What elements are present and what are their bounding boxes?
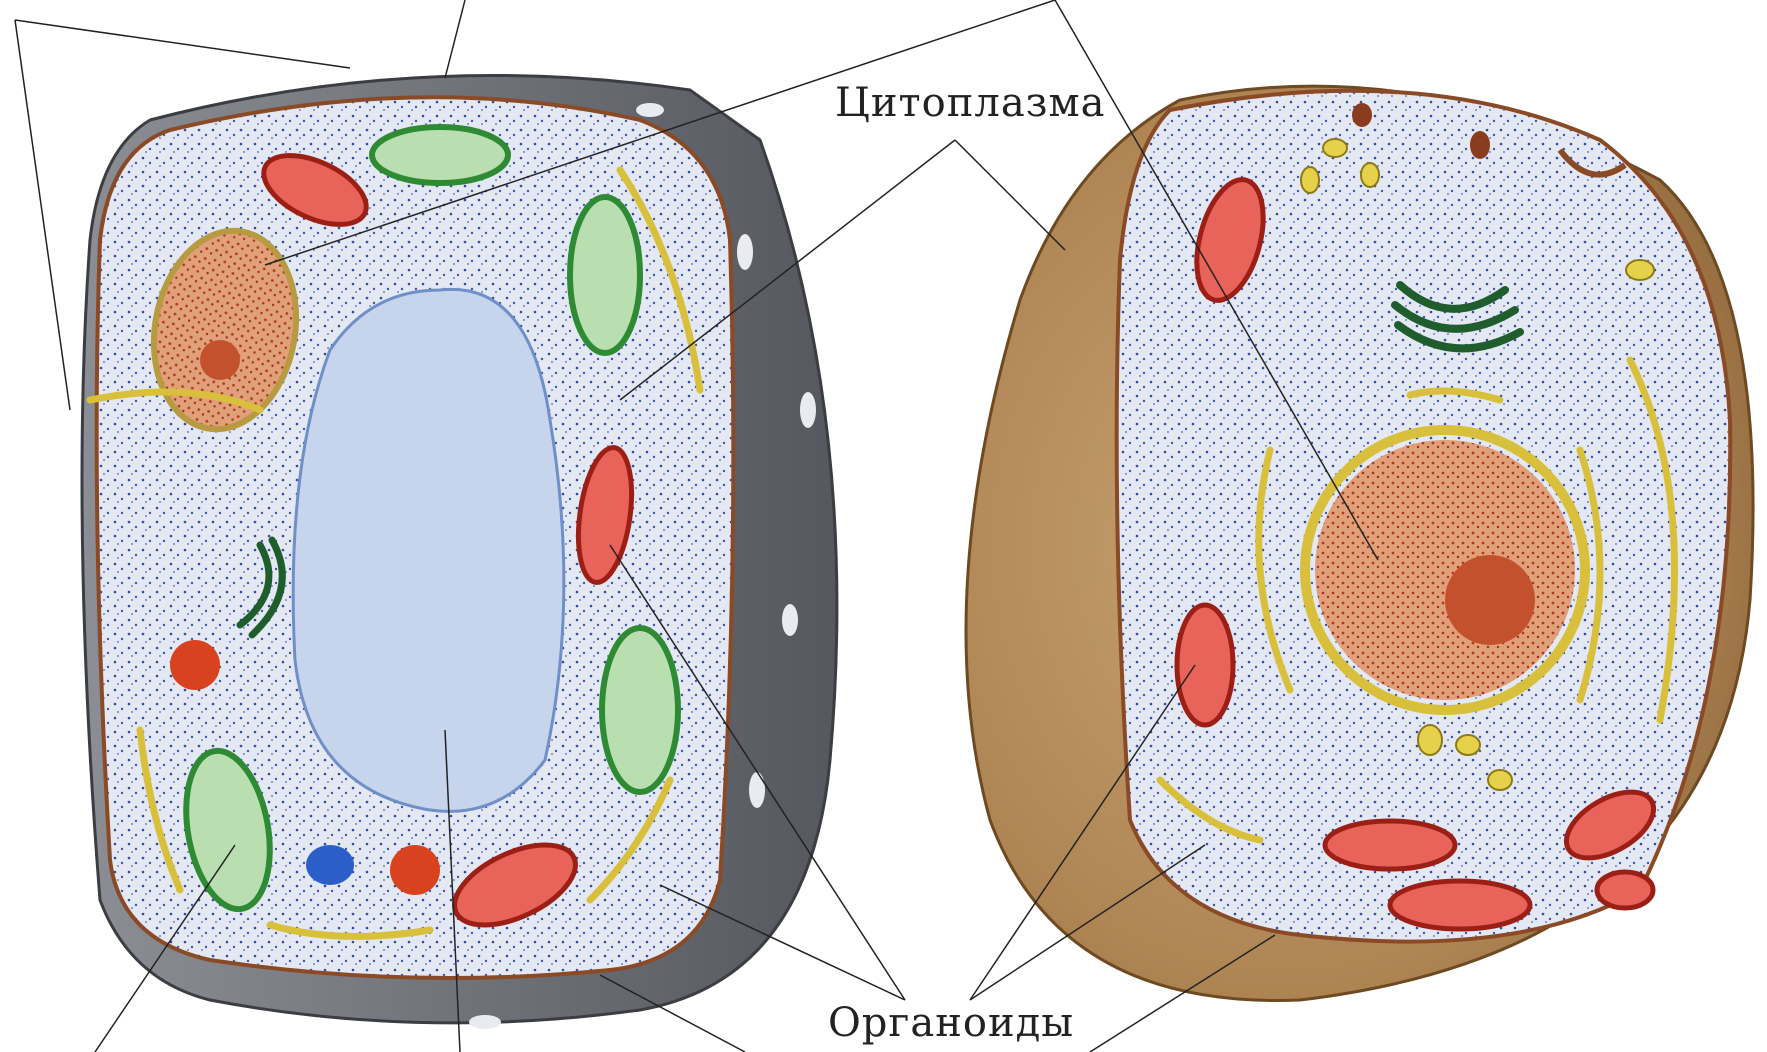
animal-nucleus <box>1315 440 1575 700</box>
plant-cell <box>82 75 837 1029</box>
plant-nucleolus <box>200 340 240 380</box>
animal-nucleolus <box>1445 555 1535 645</box>
vacuole <box>293 289 564 811</box>
label-organoids: Органоиды <box>828 1000 1074 1046</box>
plant-vesicle-blue <box>306 845 354 885</box>
plant-vesicle-red-2 <box>390 845 440 895</box>
plant-vesicle-red <box>170 640 220 690</box>
animal-cell <box>966 86 1753 1000</box>
label-cytoplasm: Цитоплазма <box>835 80 1105 126</box>
